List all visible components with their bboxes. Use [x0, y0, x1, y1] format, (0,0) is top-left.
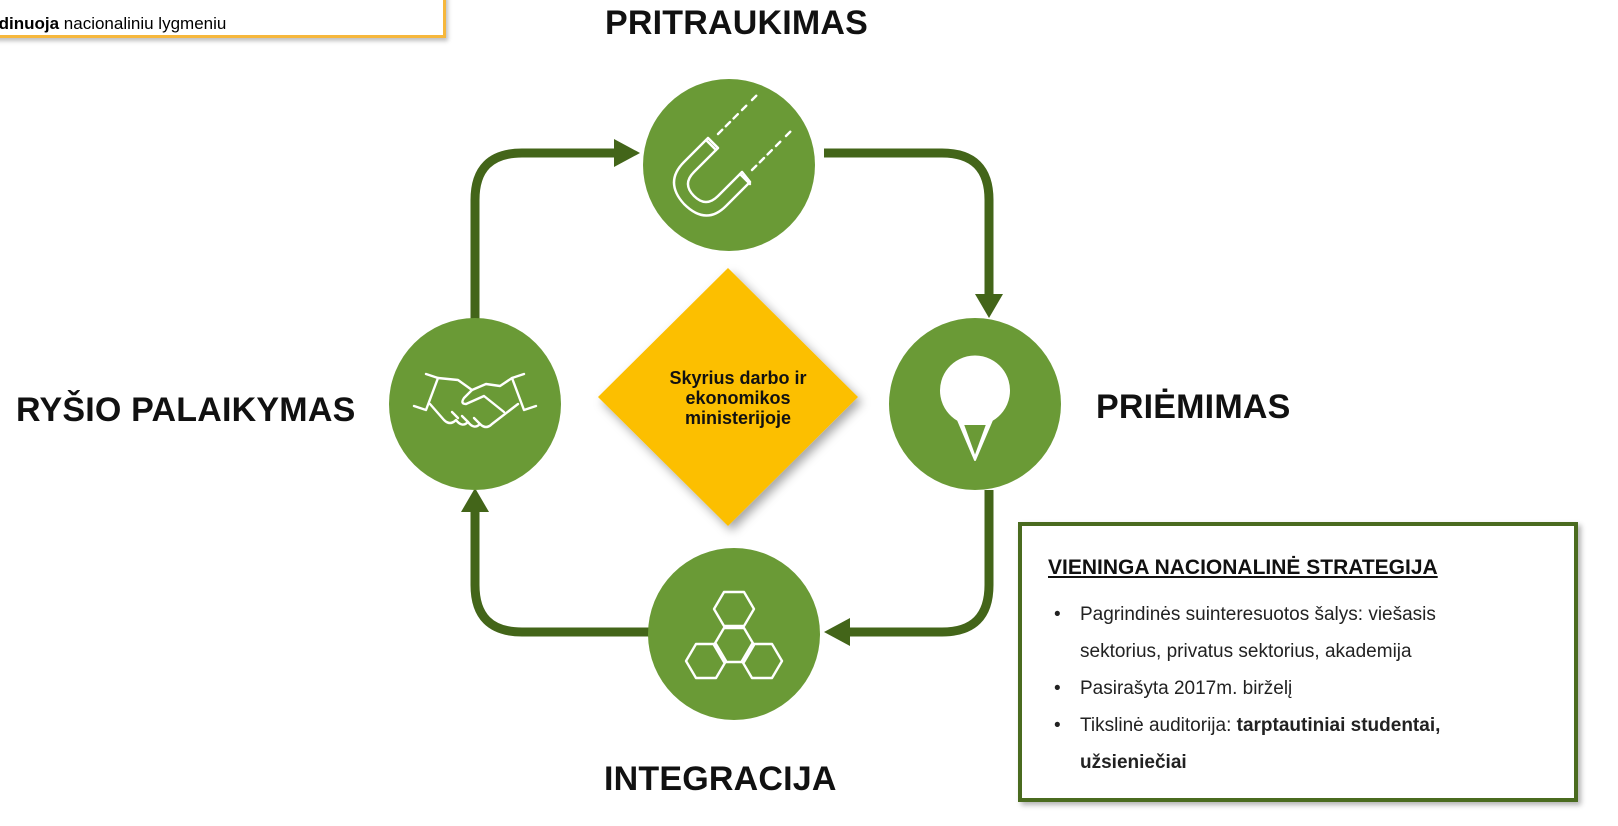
magnet-icon [672, 92, 794, 217]
arrowhead-right-to-bottom [824, 618, 850, 646]
stage-title-right: PRIĖMIMAS [1096, 388, 1291, 426]
item-text-cont: sektorius, privatus sektorius, akademija [1080, 641, 1412, 662]
strategy-box: VIENINGA NACIONALINĖ STRATEGIJA • Pagrin… [1018, 522, 1578, 802]
stage-title-bottom: INTEGRACIJA [604, 760, 837, 798]
item-text: Pasirašyta 2017m. birželį [1080, 678, 1293, 699]
stage-title-left: RYŠIO PALAIKYMAS [16, 391, 356, 429]
item-text: Pagrindinės suinteresuotos šalys: viešas… [1080, 604, 1436, 625]
note-text: nacionaliniu lygmeniu [59, 14, 227, 33]
location-pin-icon [940, 355, 1010, 461]
center-line-3: ministerijoje [684, 408, 792, 428]
handshake-icon [412, 372, 538, 429]
arrow-left-to-top [470, 148, 618, 320]
center-line-1: Skyrius darbo ir [669, 368, 807, 388]
list-item: • Tikslinė auditorija: tarptautiniai stu… [1054, 707, 1564, 781]
bullet-icon: • [1054, 715, 1061, 736]
item-text-bold: tarptautiniai studentai, [1236, 715, 1441, 736]
note-bold: rdinuoja [0, 14, 60, 33]
strategy-title: VIENINGA NACIONALINĖ STRATEGIJA [1048, 556, 1438, 579]
arrowhead-bottom-to-left [461, 488, 489, 512]
hexagons-icon [684, 590, 784, 680]
stage-title-top: PRITRAUKIMAS [605, 4, 869, 42]
item-text-bold-cont: užsieniečiai [1080, 752, 1187, 773]
stage-circle-top [643, 79, 815, 251]
bullet-icon: • [1054, 604, 1061, 625]
info-note: rdinuoja nacionaliniu lygmeniu [0, 0, 446, 38]
bullet-icon: • [1054, 678, 1061, 699]
arrowhead-left-to-top [614, 139, 640, 167]
arrowhead-top-to-right [975, 294, 1003, 318]
list-item: • Pasirašyta 2017m. birželį [1054, 670, 1564, 707]
center-diamond [598, 268, 858, 526]
strategy-list: • Pagrindinės suinteresuotos šalys: vieš… [1054, 596, 1564, 781]
stage-circle-bottom [648, 548, 820, 720]
list-item: • Pagrindinės suinteresuotos šalys: vieš… [1054, 596, 1564, 670]
arrow-top-to-right [824, 148, 994, 298]
center-line-2: ekonomikos [685, 388, 791, 408]
arrow-right-to-bottom [846, 490, 994, 637]
item-text: Tikslinė auditorija: [1080, 715, 1237, 736]
stage-circle-left [389, 318, 561, 490]
arrow-bottom-to-left [470, 510, 650, 637]
center-label: Skyrius darbo ir ekonomikos ministerijoj… [636, 368, 840, 428]
